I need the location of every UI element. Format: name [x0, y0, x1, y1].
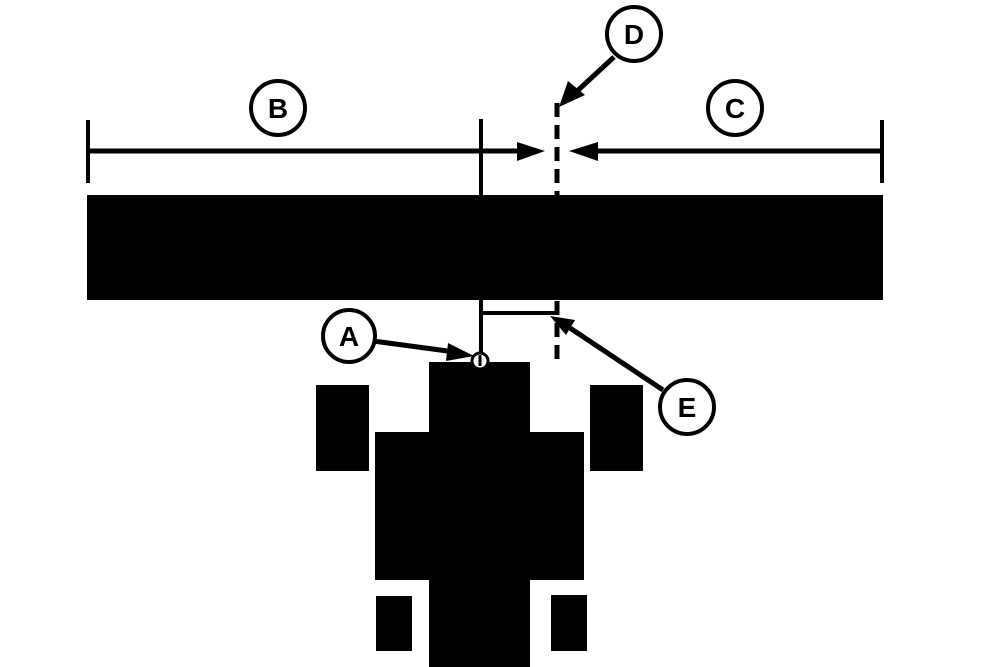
arrowhead-right-icon: [517, 142, 545, 161]
rear-wheel-left: [376, 596, 412, 651]
callout-b: B: [249, 79, 307, 137]
front-wheel-right: [590, 385, 643, 471]
rear-wheel-right: [551, 595, 587, 651]
implement-bar: [87, 195, 883, 300]
callout-c: C: [706, 79, 764, 137]
dimension-b: [86, 120, 545, 183]
callout-c-label: C: [725, 93, 745, 124]
tractor: [316, 351, 643, 667]
callout-e-label: E: [678, 392, 697, 423]
leader-d: [559, 55, 616, 107]
callout-d: D: [605, 5, 663, 63]
callout-b-label: B: [268, 93, 288, 124]
tractor-cab: [375, 432, 584, 580]
dimension-c: [569, 120, 884, 183]
front-wheel-left: [316, 385, 369, 471]
callout-e: E: [658, 378, 716, 436]
callout-a-label: A: [339, 321, 359, 352]
callout-d-label: D: [624, 19, 644, 50]
callout-a: A: [321, 308, 377, 364]
leader-e: [550, 316, 665, 393]
arrowhead-left-icon: [569, 142, 598, 161]
leader-a: [372, 338, 474, 361]
